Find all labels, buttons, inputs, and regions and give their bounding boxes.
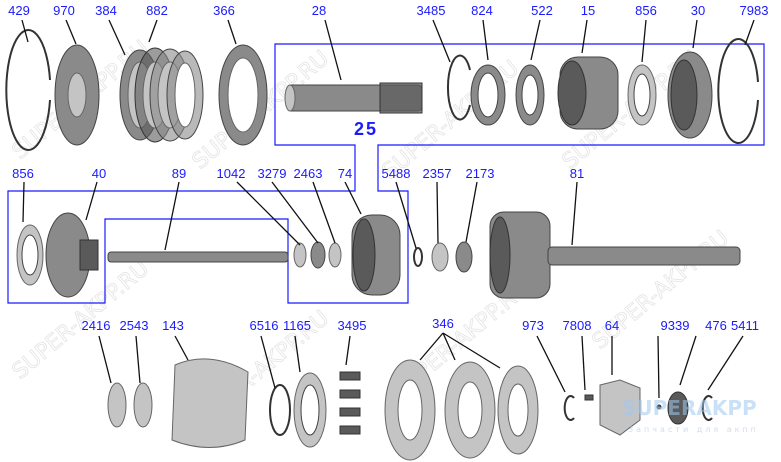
labels-bottom: 2416 2543 143 6516 1165 3495 346 973 780… xyxy=(82,316,759,333)
part-label: 5411 xyxy=(731,318,759,333)
part-label: 7983 xyxy=(740,3,769,18)
snap-ring-5488 xyxy=(413,247,423,267)
part-label: 346 xyxy=(432,316,454,331)
part-label: 429 xyxy=(8,3,30,18)
part-label: 1042 xyxy=(217,166,246,181)
part-label: 1165 xyxy=(283,318,311,333)
part-label: 3495 xyxy=(338,318,367,333)
group-box-upper xyxy=(7,43,765,304)
part-label: 28 xyxy=(312,3,326,18)
ball-9339 xyxy=(656,404,662,410)
labels-middle: 856 40 89 1042 3279 2463 74 5488 2357 21… xyxy=(12,166,584,181)
flange-64 xyxy=(599,379,641,436)
part-label: 2416 xyxy=(82,318,111,333)
part-label: 40 xyxy=(92,166,106,181)
part-label: 143 xyxy=(162,318,184,333)
shaft-28 xyxy=(284,82,423,114)
washer-2543 xyxy=(133,382,153,428)
part-label: 366 xyxy=(213,3,235,18)
part-label: 3279 xyxy=(258,166,287,181)
drum-143 xyxy=(171,358,249,448)
snap-ring-429 xyxy=(5,29,51,151)
snap-ring-973 xyxy=(563,395,575,421)
part-label: 856 xyxy=(635,3,657,18)
part-label: 2173 xyxy=(466,166,495,181)
part-label: 2357 xyxy=(423,166,452,181)
clutch-pack-384-882 xyxy=(119,47,204,143)
part-label: 64 xyxy=(605,318,619,333)
part-label: 476 xyxy=(705,318,727,333)
part-label: 81 xyxy=(570,166,584,181)
logo-name: SUPERAKPP xyxy=(622,396,757,420)
bearing-rollers-3495 xyxy=(339,371,361,435)
part-label: 970 xyxy=(53,3,75,18)
part-label: 74 xyxy=(338,166,352,181)
washer-2416 xyxy=(107,382,127,428)
logo-tagline: Запчасти для акпп xyxy=(628,425,759,434)
part-label: 7808 xyxy=(563,318,592,333)
part-label: 89 xyxy=(172,166,186,181)
parts-middle xyxy=(16,211,741,299)
part-label: 973 xyxy=(522,318,544,333)
watermark: SUPER-AKPP.RU xyxy=(588,226,734,354)
part-label: 522 xyxy=(531,3,553,18)
part-label: 824 xyxy=(471,3,493,18)
part-label: 882 xyxy=(146,3,168,18)
output-shaft-81 xyxy=(489,211,741,299)
logo: SUPERAKPP Запчасти для акпп xyxy=(622,396,759,434)
leader-lines xyxy=(21,19,755,399)
part-label: 856 xyxy=(12,166,34,181)
washer-2357 xyxy=(431,242,449,272)
parts-bottom xyxy=(107,358,713,461)
part-label: 15 xyxy=(581,3,595,18)
washer-2173 xyxy=(455,241,473,273)
bearing-3279 xyxy=(310,241,326,269)
part-label: 3485 xyxy=(417,3,446,18)
shaft-89 xyxy=(107,251,289,263)
snap-ring-5411 xyxy=(701,395,713,421)
washer-1042 xyxy=(293,242,307,268)
key-7808 xyxy=(584,394,594,401)
snap-ring-6516 xyxy=(269,384,291,436)
labels-top: 429 970 384 882 366 28 3485 824 522 15 8… xyxy=(8,3,768,18)
part-label: 9339 xyxy=(661,318,690,333)
part-label: 2543 xyxy=(120,318,149,333)
snap-ring-3485 xyxy=(446,54,471,121)
part-label: 384 xyxy=(95,3,117,18)
nut-476 xyxy=(667,391,689,425)
washer-2463 xyxy=(328,242,342,268)
part-label: 5488 xyxy=(382,166,411,181)
parts-top xyxy=(5,29,759,151)
part-label: 2463 xyxy=(294,166,323,181)
group-label: 25 xyxy=(354,119,378,139)
snap-ring-7983 xyxy=(717,38,759,144)
part-label: 30 xyxy=(691,3,705,18)
part-label: 6516 xyxy=(250,318,279,333)
